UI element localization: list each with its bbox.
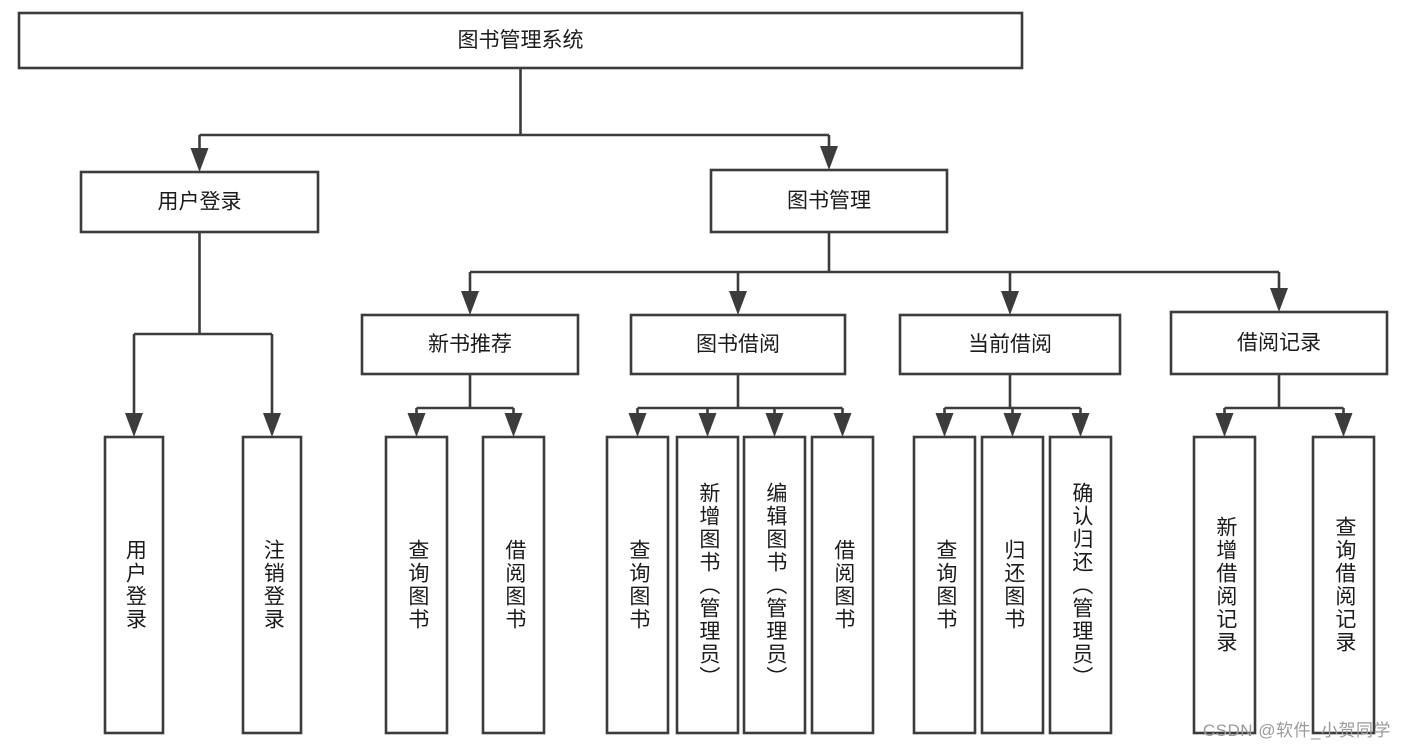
arrow-head-icon xyxy=(263,413,281,437)
arrow-head-icon xyxy=(833,413,852,437)
arrow-head-icon xyxy=(461,291,479,315)
node-box-borrow-query-book[interactable] xyxy=(605,435,670,735)
node-label-current-borrow: 当前借阅 xyxy=(968,333,1052,356)
node-box-current-confirm-return[interactable] xyxy=(1048,435,1113,735)
arrow-head-icon xyxy=(190,148,209,172)
node-box-borrow-add-book[interactable] xyxy=(675,435,740,735)
arrow-head-icon xyxy=(1071,413,1090,437)
arrow-head-icon xyxy=(407,413,426,437)
node-box-recommend-borrow-book[interactable] xyxy=(481,435,546,735)
node-box-current-return-book[interactable] xyxy=(980,435,1045,735)
node-box-user-login[interactable] xyxy=(79,170,320,234)
arrow-head-icon xyxy=(1270,288,1288,312)
node-box-recommend-query-book[interactable] xyxy=(384,435,449,735)
node-box-record-add[interactable] xyxy=(1192,435,1257,735)
arrow-head-icon xyxy=(935,413,954,437)
arrow-head-icon xyxy=(628,413,647,437)
arrow-head-icon xyxy=(765,413,784,437)
watermark: CSDN @软件_小贺同学 xyxy=(1202,721,1391,740)
node-box-book-borrow[interactable] xyxy=(629,313,847,376)
connector-layer xyxy=(125,68,1353,437)
arrow-head-icon xyxy=(820,146,838,170)
node-box-borrow-edit-book[interactable] xyxy=(742,435,807,735)
node-box-new-book-recommend[interactable] xyxy=(360,313,580,376)
node-box-record-query[interactable] xyxy=(1311,435,1376,735)
arrow-head-icon xyxy=(504,413,523,437)
node-label-borrow-record: 借阅记录 xyxy=(1237,332,1321,355)
node-box-user-login-do[interactable] xyxy=(103,435,165,735)
node-box-book-manage[interactable] xyxy=(709,168,949,234)
node-box-root[interactable] xyxy=(17,11,1024,70)
arrow-head-icon xyxy=(698,413,717,437)
node-label-user-login: 用户登录 xyxy=(158,191,242,214)
arrow-head-icon xyxy=(1001,291,1019,315)
arrow-head-icon xyxy=(1003,413,1022,437)
node-box-current-query-book[interactable] xyxy=(912,435,977,735)
node-box-layer xyxy=(17,11,1389,735)
arrow-head-icon xyxy=(1334,413,1353,437)
node-label-new-book-recommend: 新书推荐 xyxy=(428,333,512,356)
arrow-head-icon xyxy=(729,291,747,315)
node-box-current-borrow[interactable] xyxy=(898,313,1122,376)
arrow-head-icon xyxy=(125,413,143,437)
arrow-head-icon xyxy=(1215,413,1234,437)
node-box-borrow-borrow-book[interactable] xyxy=(810,435,875,735)
node-label-book-borrow: 图书借阅 xyxy=(696,333,780,356)
node-label-book-manage: 图书管理 xyxy=(787,190,871,213)
node-box-user-logout[interactable] xyxy=(241,435,303,735)
node-box-borrow-record[interactable] xyxy=(1169,310,1389,376)
node-label-root: 图书管理系统 xyxy=(458,29,584,52)
